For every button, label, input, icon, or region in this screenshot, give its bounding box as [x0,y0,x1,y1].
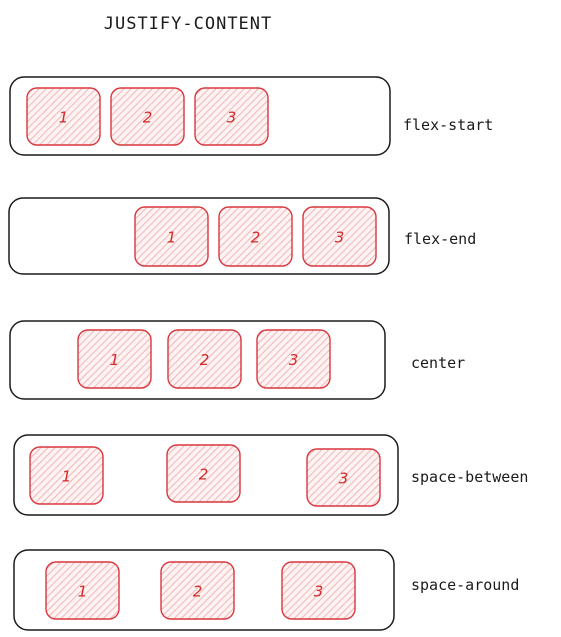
flex-item-box [26,87,101,146]
flex-item-3: 3 [256,329,331,389]
diagram-title: JUSTIFY-CONTENT [104,14,273,34]
flex-item-box [281,561,356,620]
flex-container [13,434,399,516]
justify-value-label: space-between [411,468,528,486]
flex-item-number: 3 [335,229,345,247]
flex-item-number: 2 [199,466,209,484]
flex-item-box [306,448,381,507]
flex-item-box [256,329,331,389]
flex-item-number: 3 [289,351,299,369]
flex-item-2: 2 [160,561,235,620]
flex-item-box [166,444,241,503]
flex-item-number: 1 [78,583,88,601]
flex-item-number: 3 [339,470,349,488]
flex-item-1: 1 [29,446,104,505]
flex-item-3: 3 [302,206,377,267]
flex-item-2: 2 [218,206,293,267]
flex-item-2: 2 [166,444,241,503]
flex-item-box [29,446,104,505]
justify-value-label: flex-end [404,230,476,248]
flex-item-box [167,329,242,389]
flex-item-number: 1 [62,468,72,486]
flex-item-number: 1 [110,351,120,369]
flex-item-box [45,561,120,620]
flex-item-1: 1 [26,87,101,146]
flex-container [13,549,395,631]
flex-item-number: 2 [143,109,153,127]
justify-value-label: center [411,354,465,372]
flex-item-box [134,206,209,267]
flex-item-box [160,561,235,620]
flex-item-1: 1 [45,561,120,620]
flex-item-number: 2 [200,351,210,369]
justify-value-label: flex-start [403,116,493,134]
flex-container [9,320,386,400]
flex-item-2: 2 [110,87,185,146]
flex-container [9,76,391,156]
flex-row-space-between: 1 2 3 space-between [13,434,528,516]
flex-item-number: 3 [314,583,324,601]
flex-item-number: 1 [167,229,177,247]
flex-item-3: 3 [306,448,381,507]
flex-row-flex-end: 1 2 3 flex-end [8,197,476,275]
justify-value-label: space-around [411,576,519,594]
flex-item-box [194,87,269,146]
rows-group: 1 2 3 flex-start 1 2 3 flex-end 1 2 3 center 1 2 3 spac… [8,76,528,631]
flex-container [8,197,390,275]
flex-item-number: 3 [227,109,237,127]
flex-item-3: 3 [281,561,356,620]
flex-item-number: 2 [251,229,261,247]
flex-row-space-around: 1 2 3 space-around [13,549,519,631]
flex-item-3: 3 [194,87,269,146]
flex-item-2: 2 [167,329,242,389]
flex-item-box [110,87,185,146]
flex-item-1: 1 [77,329,152,389]
flex-row-flex-start: 1 2 3 flex-start [9,76,493,156]
flex-item-1: 1 [134,206,209,267]
flex-item-number: 2 [193,583,203,601]
flex-item-number: 1 [59,109,69,127]
flex-item-box [218,206,293,267]
flex-item-box [77,329,152,389]
flex-row-center: 1 2 3 center [9,320,465,400]
flex-item-box [302,206,377,267]
